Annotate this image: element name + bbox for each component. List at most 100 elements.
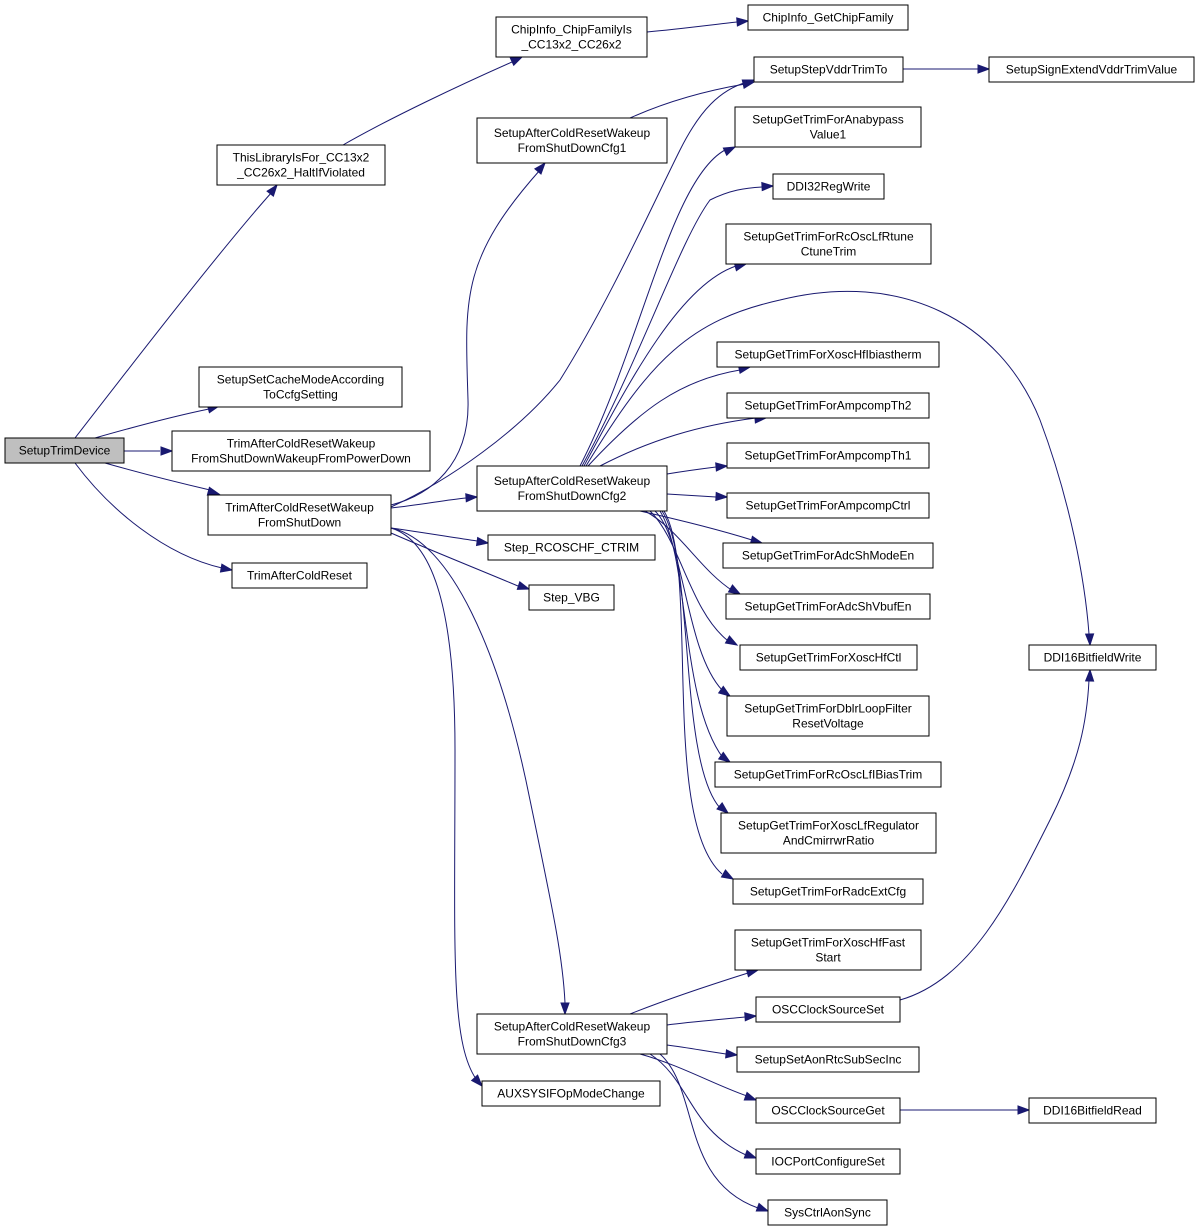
call-edge-line [74,462,223,569]
node-box [725,593,931,620]
node-label-line: DDI16BitfieldRead [1043,1104,1142,1118]
node-box [1028,1097,1157,1124]
arrowhead-icon [219,563,234,573]
node-auxsysif-op-mode-change[interactable]: AUXSYSIFOpModeChange [481,1080,661,1107]
node-setup-get-trim-for-dblr-loop-filter[interactable]: SetupGetTrimForDblrLoopFilterResetVoltag… [726,695,930,737]
call-edge-line [666,1016,746,1026]
arrowhead-icon [266,183,278,197]
node-label-line: FromShutDownCfg3 [518,1035,627,1049]
node-label-line: TrimAfterColdResetWakeup [225,501,374,515]
arrowhead-icon [1084,633,1095,647]
node-setup-after-cold-reset-cfg3[interactable]: SetupAfterColdResetWakeupFromShutDownCfg… [476,1013,668,1055]
node-box [726,492,930,519]
node-step-rcoschf-ctrim[interactable]: Step_RCOSCHF_CTRIM [487,534,656,561]
call-edge-trim_after_cold_reset_wakeup_shutdown-to-step_vbg [390,532,531,590]
node-step-vbg[interactable]: Step_VBG [528,584,615,611]
node-ddi16-bitfield-write[interactable]: DDI16BitfieldWrite [1028,644,1157,671]
node-setup-after-cold-reset-cfg2[interactable]: SetupAfterColdResetWakeupFromShutDownCfg… [476,465,668,512]
node-setup-get-trim-for-xosc-lf-regulator[interactable]: SetupGetTrimForXoscLfRegulatorAndCmirrwr… [720,812,937,854]
node-trim-after-cold-reset-wakeup-power-down[interactable]: TrimAfterColdResetWakeupFromShutDownWake… [171,430,431,472]
node-box [734,106,922,148]
node-ioc-port-configure-set[interactable]: IOCPortConfigureSet [755,1148,901,1175]
node-setup-trim-device[interactable]: SetupTrimDevice [4,437,125,464]
call-edge-line [104,462,211,491]
call-edge-line [639,1053,748,1097]
node-setup-get-trim-for-ampcomp-th2[interactable]: SetupGetTrimForAmpcompTh2 [726,392,930,419]
node-osc-clock-source-set[interactable]: OSCClockSourceSet [755,996,901,1023]
arrowhead-icon [743,1091,758,1101]
node-setup-step-vddr-trim-to[interactable]: SetupStepVddrTrimTo [753,56,904,83]
node-setup-get-trim-for-xosc-hf-ibiastherm[interactable]: SetupGetTrimForXoscHfIbiastherm [716,341,940,368]
call-edge-trim_after_cold_reset_wakeup_shutdown-to-setup_after_cold_reset_cfg3 [390,527,570,1016]
node-label-line: SetupSetAonRtcSubSecInc [755,1053,902,1067]
arrowhead-icon [727,584,742,595]
node-label-line: AndCmirrwrRatio [783,834,875,848]
node-setup-after-cold-reset-cfg1[interactable]: SetupAfterColdResetWakeupFromShutDownCfg… [476,117,668,164]
node-box [528,584,615,611]
call-edge-this_library_is_for-to-chipinfo_chip_family_is [342,56,524,146]
node-setup-get-trim-for-radc-ext-cfg[interactable]: SetupGetTrimForRadcExtCfg [732,878,924,905]
call-edge-line [583,265,737,467]
node-box [734,929,922,971]
node-box [726,442,930,469]
node-label-line: ResetVoltage [792,717,864,731]
node-label-line: SetupGetTrimForAdcShVbufEn [745,600,912,614]
call-edge-line [342,61,513,146]
node-trim-after-cold-reset[interactable]: TrimAfterColdReset [231,562,368,589]
arrowhead-icon [475,536,490,547]
call-edge-setup_after_cold_reset_cfg3-to-setup_set_aon_rtc_sub_sec_inc [666,1044,739,1059]
node-label-line: _CC26x2_HaltIfViolated [236,166,365,180]
node-this-library-is-for[interactable]: ThisLibraryIsFor_CC13x2_CC26x2_HaltIfVio… [216,144,386,186]
call-edge-osc_clock_source_get-to-ddi16_bitfield_read [900,1105,1031,1115]
node-box [747,4,909,31]
node-box [4,437,125,464]
call-edge-setup_trim_device-to-trim_after_cold_reset_wakeup_power_down [124,446,174,456]
node-label-line: SetupGetTrimForRadcExtCfg [750,885,906,899]
call-edge-setup_after_cold_reset_cfg2-to-setup_get_trim_for_radc_ext_cfg [663,510,735,880]
node-box [481,1080,661,1107]
node-box [755,1148,901,1175]
node-setup-get-trim-for-adc-sh-vbuf-en[interactable]: SetupGetTrimForAdcShVbufEn [725,593,931,620]
node-setup-get-trim-for-adc-sh-mode-en[interactable]: SetupGetTrimForAdcShModeEn [722,542,934,569]
node-osc-clock-source-get[interactable]: OSCClockSourceGet [755,1097,901,1124]
node-ddi16-bitfield-read[interactable]: DDI16BitfieldRead [1028,1097,1157,1124]
node-label-line: FromShutDownCfg2 [518,489,627,503]
node-label-line: FromShutDownCfg1 [518,141,627,155]
arrowhead-icon [741,79,756,90]
node-setup-get-trim-for-ampcomp-ctrl[interactable]: SetupGetTrimForAmpcompCtrl [726,492,930,519]
call-edge-trim_after_cold_reset_wakeup_shutdown-to-auxsysif_op_mode_change [390,527,483,1088]
node-label-line: ToCcfgSetting [263,388,338,402]
call-edge-setup_after_cold_reset_cfg3-to-ioc_port_configure_set [649,1053,758,1159]
call-edge-line [579,149,726,467]
call-edge-osc_clock_source_set-to-ddi16_bitfield_write [899,668,1095,1001]
node-setup-get-trim-for-rc-osc-lf-ibias-trim[interactable]: SetupGetTrimForRcOscLfIBiasTrim [714,761,942,788]
node-label-line: FromShutDown [258,516,341,530]
node-setup-get-trim-for-xosc-hf-ctl[interactable]: SetupGetTrimForXoscHfCtl [739,644,918,671]
node-box [739,644,918,671]
node-sys-ctrl-aon-sync[interactable]: SysCtrlAonSync [767,1199,888,1226]
node-setup-set-aon-rtc-sub-sec-inc[interactable]: SetupSetAonRtcSubSecInc [736,1046,920,1073]
node-label-line: DDI16BitfieldWrite [1044,651,1142,665]
node-label-line: FromShutDownWakeupFromPowerDown [191,452,411,466]
node-setup-get-trim-for-ampcomp-th1[interactable]: SetupGetTrimForAmpcompTh1 [726,442,930,469]
node-setup-sign-extend-vddr-trim-value[interactable]: SetupSignExtendVddrTrimValue [988,56,1195,83]
node-label-line: SetupAfterColdResetWakeup [494,126,651,140]
node-chipinfo-chip-family-is[interactable]: ChipInfo_ChipFamilyIs_CC13x2_CC26x2 [495,16,648,58]
call-edge-line [94,408,210,439]
node-label-line: IOCPortConfigureSet [771,1155,885,1169]
node-label-line: SetupAfterColdResetWakeup [494,474,651,488]
arrowhead-icon [743,1149,758,1159]
call-edge-setup_trim_device-to-this_library_is_for [74,183,278,439]
node-label-line: OSCClockSourceSet [772,1003,885,1017]
node-ddi32-reg-write[interactable]: DDI32RegWrite [772,173,885,200]
node-label-line: SetupGetTrimForAmpcompCtrl [746,499,911,513]
call-edge-line [390,81,748,508]
arrowhead-icon [560,1002,570,1016]
node-chipinfo-get-chip-family[interactable]: ChipInfo_GetChipFamily [747,4,909,31]
node-label-line: SetupSignExtendVddrTrimValue [1006,63,1178,77]
